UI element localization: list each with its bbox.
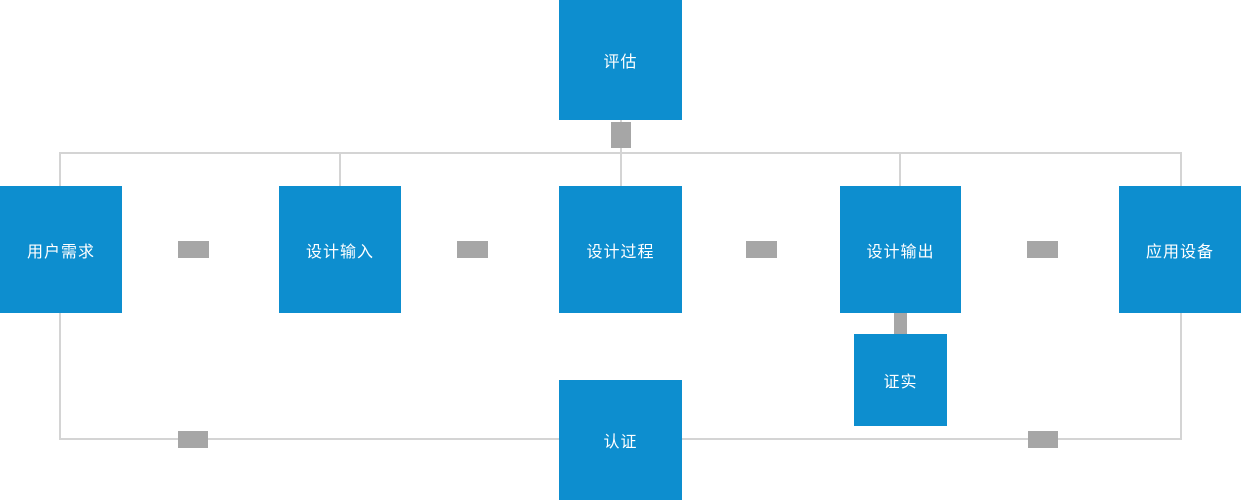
- node-design-process[interactable]: 设计过程: [559, 186, 682, 313]
- arrow-design-input-to-design-process: [457, 241, 488, 258]
- connector-bottom-bus-left-riser: [59, 312, 61, 440]
- node-verification-label: 证实: [883, 374, 918, 391]
- connector-top-bus-design-input-drop: [339, 152, 341, 188]
- connector-top-bus-left-drop: [59, 152, 61, 188]
- node-verification[interactable]: 证实: [854, 334, 947, 426]
- node-evaluation-label: 评估: [603, 54, 638, 71]
- connector-top-bus-right-drop: [1180, 152, 1182, 188]
- arrow-design-process-to-design-output: [746, 241, 777, 258]
- arrow-user-needs-to-design-input: [178, 241, 209, 258]
- node-application-device-label: 应用设备: [1145, 243, 1214, 261]
- node-application-device[interactable]: 应用设备: [1119, 186, 1241, 313]
- node-certification[interactable]: 认证: [559, 380, 682, 500]
- arrow-certification-to-application-device: [1028, 431, 1058, 448]
- connector-bottom-bus-right-riser: [1180, 312, 1182, 440]
- node-user-needs[interactable]: 用户需求: [0, 186, 122, 313]
- node-evaluation[interactable]: 评估: [559, 0, 682, 120]
- node-design-input-label: 设计输入: [305, 243, 374, 261]
- arrow-design-output-to-verification: [894, 313, 907, 335]
- node-user-needs-label: 用户需求: [26, 243, 95, 261]
- node-certification-label: 认证: [603, 434, 638, 451]
- arrow-certification-to-user-needs: [178, 431, 208, 448]
- node-design-input[interactable]: 设计输入: [279, 186, 401, 313]
- arrow-design-output-to-application-device: [1027, 241, 1058, 258]
- arrow-evaluation-to-design-process: [611, 122, 631, 148]
- node-design-output[interactable]: 设计输出: [840, 186, 961, 313]
- connector-evaluation-stem: [620, 120, 622, 188]
- node-design-process-label: 设计过程: [586, 243, 655, 261]
- connector-top-bus-design-output-drop: [899, 152, 901, 188]
- node-design-output-label: 设计输出: [866, 243, 935, 261]
